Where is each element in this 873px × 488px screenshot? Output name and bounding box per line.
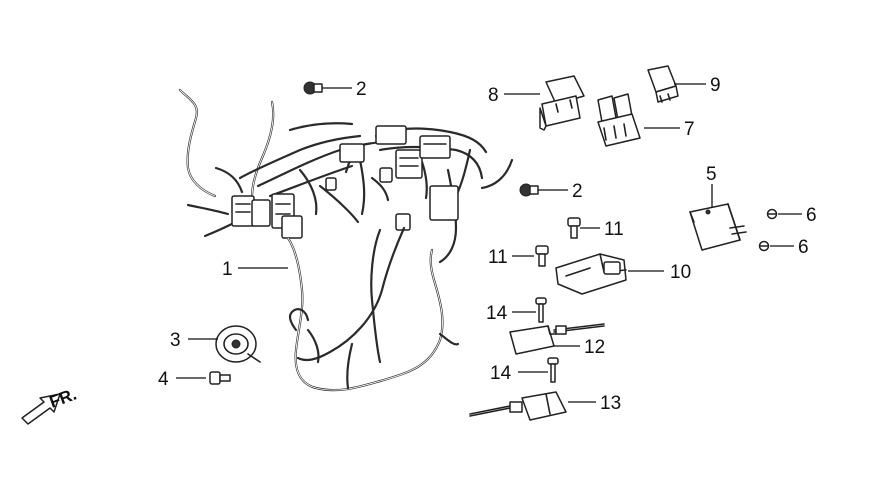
- screw-6-lower: [758, 240, 770, 252]
- callout-3: 3: [170, 330, 181, 351]
- sensor-13: [469, 391, 567, 421]
- front-direction-label: FR.: [47, 385, 79, 412]
- callout-labels: 1 2 2 3 4 5 6 6 7 8 9 10 11 11 12 13 14 …: [158, 75, 817, 414]
- callout-2-middle: 2: [572, 181, 583, 202]
- callout-6-lower: 6: [798, 237, 809, 258]
- bolt-4: [209, 371, 231, 385]
- screw-6-upper: [766, 208, 778, 220]
- callout-8: 8: [488, 85, 499, 106]
- bolt-11-lower: [535, 245, 549, 267]
- callout-12: 12: [584, 337, 605, 358]
- wire-harness: [178, 88, 514, 392]
- harness-trunk: [286, 226, 460, 392]
- callout-11-lower: 11: [488, 247, 508, 268]
- harness-upper-branches: [178, 88, 514, 264]
- bolt-14-lower: [547, 357, 559, 383]
- connector-8: [539, 75, 585, 131]
- callout-11-upper: 11: [604, 219, 624, 240]
- horn: [215, 325, 261, 363]
- front-direction-arrow: FR.: [21, 385, 79, 425]
- bolt-2-middle: [519, 183, 539, 197]
- callout-14-upper: 14: [486, 303, 508, 324]
- harness-connector-center: [325, 125, 459, 231]
- bolt-11-upper: [567, 217, 581, 239]
- callout-14-lower: 14: [490, 363, 512, 384]
- bolt-14-upper: [535, 297, 547, 323]
- callout-leaders: [176, 83, 802, 403]
- bolt-2-upper: [303, 81, 323, 95]
- callout-4: 4: [158, 369, 169, 390]
- callout-1: 1: [222, 259, 233, 280]
- relay-9: [647, 65, 679, 103]
- callout-5: 5: [706, 164, 717, 185]
- sensor-10: [555, 253, 627, 295]
- callout-6-upper: 6: [806, 205, 817, 226]
- callout-10: 10: [670, 262, 691, 283]
- callout-13: 13: [600, 393, 621, 414]
- harness-connector-left: [231, 193, 303, 239]
- callout-7: 7: [684, 119, 695, 140]
- callout-9: 9: [710, 75, 721, 96]
- relay-block-7: [597, 93, 641, 147]
- module-5: [689, 203, 747, 251]
- callout-2-upper: 2: [356, 79, 367, 100]
